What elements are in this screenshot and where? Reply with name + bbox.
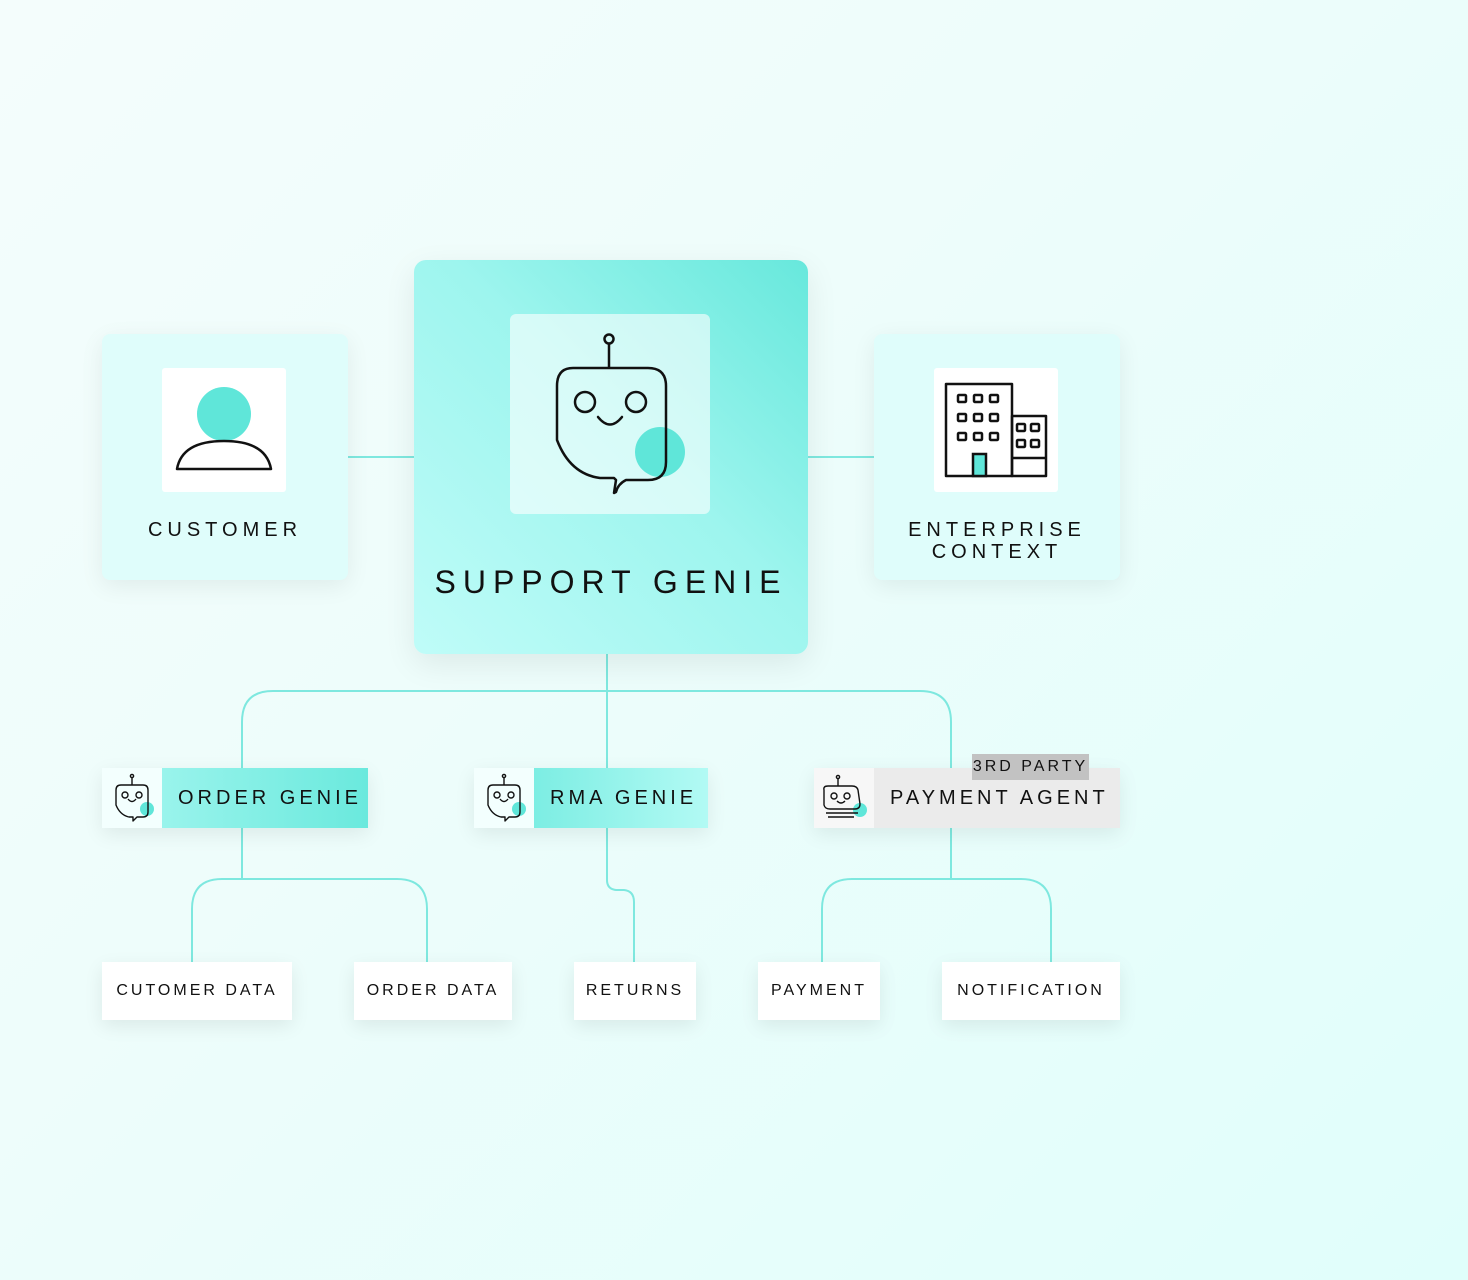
robot-chat-icon: [115, 773, 154, 822]
payment-agent-icon-tile: [814, 768, 874, 828]
robot-chat-icon: [555, 333, 685, 495]
leaf-returns: RETURNS: [574, 962, 696, 1020]
enterprise-icon-tile: [934, 368, 1058, 492]
customer-label: CUSTOMER: [147, 519, 303, 541]
building-icon: [944, 382, 1048, 478]
order-genie-icon-tile: [102, 768, 162, 828]
support-genie-label: SUPPORT GENIE: [434, 564, 788, 600]
order-genie-branch-connector: [191, 828, 428, 962]
agent-branch-connector: [241, 690, 952, 768]
rma-genie-branch-connector: [606, 828, 635, 962]
leaf-notification: NOTIFICATION: [942, 962, 1120, 1020]
customer-icon-tile: [162, 368, 286, 492]
leaf-payment: PAYMENT: [758, 962, 880, 1020]
payment-agent-label: PAYMENT AGENT: [890, 787, 1109, 809]
person-icon: [175, 387, 273, 471]
customer-card: CUSTOMER: [102, 334, 348, 580]
payment-agent-branch-connector: [821, 828, 1052, 962]
enterprise-context-card: ENTERPRISE CONTEXT: [874, 334, 1120, 580]
rma-genie-icon-tile: [474, 768, 534, 828]
enterprise-label-line-1: ENTERPRISE: [908, 519, 1086, 541]
order-genie-label: ORDER GENIE: [178, 787, 363, 809]
order-genie-node: ORDER GENIE: [102, 768, 368, 828]
rma-genie-node: RMA GENIE: [474, 768, 708, 828]
robot-chat-icon: [487, 773, 526, 822]
leaf-customer-data: CUTOMER DATA: [102, 962, 292, 1020]
support-genie-card: SUPPORT GENIE: [414, 260, 808, 654]
robot-card-icon: [823, 774, 867, 818]
leaf-order-data: ORDER DATA: [354, 962, 512, 1020]
enterprise-label-line-2: CONTEXT: [931, 541, 1063, 563]
third-party-badge: 3RD PARTY: [972, 754, 1089, 780]
support-genie-icon-tile: [510, 314, 710, 514]
payment-agent-node: PAYMENT AGENT: [814, 768, 1120, 828]
rma-genie-label: RMA GENIE: [550, 787, 698, 809]
